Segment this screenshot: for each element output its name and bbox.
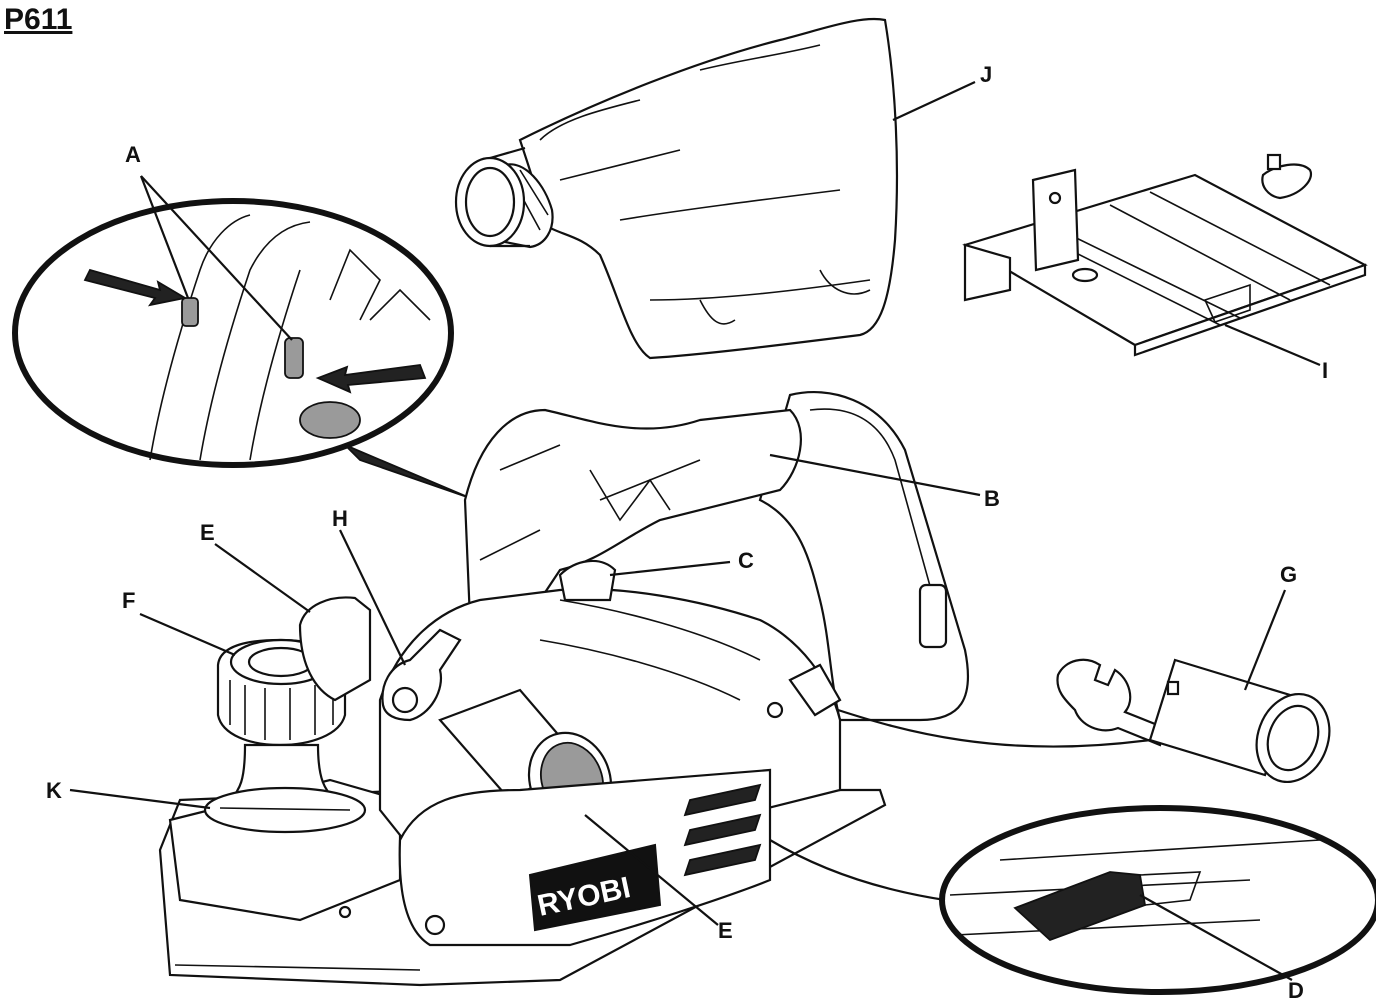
label-A: A <box>125 142 141 167</box>
label-E-bottom: E <box>718 918 733 943</box>
leader-lines <box>69 81 1321 981</box>
label-K: K <box>46 778 62 803</box>
label-E-top: E <box>200 520 215 545</box>
wrench <box>1056 658 1331 784</box>
page-title: P611 <box>4 3 73 36</box>
label-H: H <box>332 506 348 531</box>
detail-circle-A <box>12 198 471 499</box>
label-F: F <box>122 588 135 613</box>
planer-tool <box>158 391 970 987</box>
detail-circle-D <box>939 805 1376 995</box>
label-B: B <box>984 486 1000 511</box>
label-J: J <box>980 62 992 87</box>
label-G: G <box>1280 562 1297 587</box>
leader-to-detail-D <box>769 839 946 902</box>
leader-to-wrench <box>837 708 1151 748</box>
dust-bag <box>454 18 899 360</box>
label-C: C <box>738 548 754 573</box>
label-D: D <box>1288 978 1304 1003</box>
label-I: I <box>1322 358 1328 383</box>
parallel-fence <box>962 153 1368 357</box>
